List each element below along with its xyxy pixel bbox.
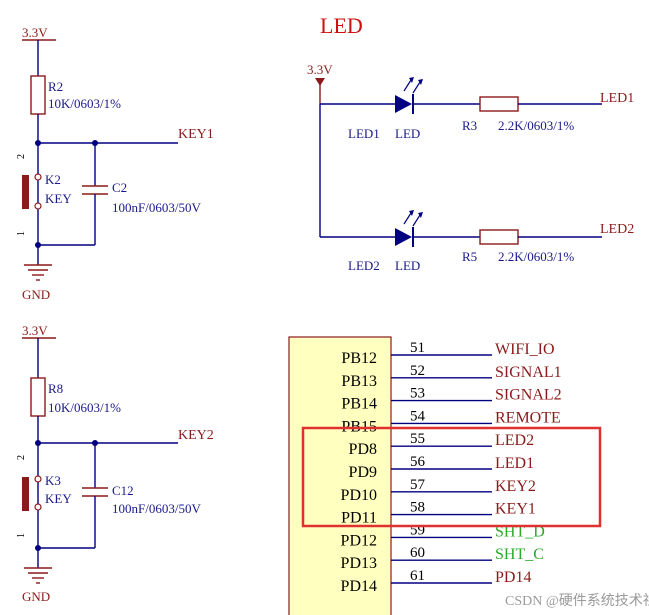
key2-circuit: 3.3V R8 10K/0603/1% KEY2 C12 100nF/0603/… xyxy=(16,323,214,604)
mcu-pin-row: PD8 55 LED2 xyxy=(349,431,535,458)
key2-switch-type: KEY xyxy=(45,491,72,506)
mcu-pin-name: PD9 xyxy=(349,464,377,481)
mcu-pin-net-label: PD14 xyxy=(495,569,531,586)
power-arrow-icon xyxy=(315,78,325,86)
led2-resistor-ref: R5 xyxy=(462,249,477,264)
led1-resistor-ref: R3 xyxy=(462,118,477,133)
key2-ground-icon xyxy=(24,567,52,584)
mcu-pin-net-label: LED1 xyxy=(495,455,534,472)
mcu-pin-row: PD13 60 SHT_C xyxy=(341,545,544,572)
key2-switch-ref: K3 xyxy=(45,473,61,488)
mcu-pin-net-label: SHT_C xyxy=(495,546,544,563)
mcu-pin-number: 56 xyxy=(410,454,426,470)
mcu-pin-net-label: SIGNAL1 xyxy=(495,364,562,381)
key2-cap-ref: C12 xyxy=(112,483,134,498)
key2-switch-actuator xyxy=(22,477,29,511)
key1-ground-icon xyxy=(24,264,52,281)
key1-switch-type: KEY xyxy=(45,191,72,206)
key1-pin1: 1 xyxy=(16,231,27,236)
key1-resistor-ref: R2 xyxy=(48,79,63,94)
mcu-pin-net-label: LED2 xyxy=(495,432,534,449)
mcu-pin-name: PD10 xyxy=(341,487,377,504)
mcu-pin-number: 57 xyxy=(410,477,426,493)
mcu-pin-net-label: WIFI_IO xyxy=(495,341,555,358)
key2-resistor-value: 10K/0603/1% xyxy=(48,400,121,415)
mcu-pin-name: PB14 xyxy=(341,396,377,413)
key1-switch-actuator xyxy=(22,175,29,209)
mcu-pin-row: PD10 57 KEY2 xyxy=(341,477,536,504)
mcu-pin-row: PB13 52 SIGNAL1 xyxy=(341,363,561,390)
key2-resistor-ref: R8 xyxy=(48,381,63,396)
mcu-pin-number: 54 xyxy=(410,408,426,424)
mcu-pin-name: PD8 xyxy=(349,441,377,458)
mcu-pin-net-label: KEY2 xyxy=(495,478,536,495)
key1-net-label: KEY1 xyxy=(178,127,214,142)
mcu-pin-net-label: REMOTE xyxy=(495,409,561,426)
led2-type: LED xyxy=(395,258,420,273)
watermark: CSDN @硬件系统技术社区 xyxy=(505,593,649,609)
key2-pin2: 2 xyxy=(16,455,27,460)
mcu-pin-row: PD11 58 KEY1 xyxy=(341,500,536,527)
led-circuit: 3.3V LED1 LED1 LED R3 2.2K/0603/1% xyxy=(307,62,634,273)
led2-net-label: LED2 xyxy=(600,222,634,237)
mcu-pin-net-label: KEY1 xyxy=(495,501,536,518)
mcu-pin-number: 58 xyxy=(410,500,425,516)
key1-cap-ref: C2 xyxy=(112,180,127,195)
mcu-pin-number: 60 xyxy=(410,545,425,561)
mcu-pin-number: 55 xyxy=(410,431,425,447)
mcu-pin-row: PD9 56 LED1 xyxy=(349,454,535,481)
led1-ref: LED1 xyxy=(348,126,380,141)
key2-net-label: KEY2 xyxy=(178,428,214,443)
key1-cap-value: 100nF/0603/50V xyxy=(112,200,201,215)
key1-ground-label: GND xyxy=(22,287,50,302)
highlight-box xyxy=(301,426,602,528)
mcu-body xyxy=(288,336,392,615)
key2-pullup-resistor xyxy=(30,377,46,417)
mcu-pin-name: PD11 xyxy=(341,510,377,527)
schematic-title: LED xyxy=(320,13,363,38)
led1-type: LED xyxy=(395,126,420,141)
key2-cap-value: 100nF/0603/50V xyxy=(112,501,201,516)
mcu-pin-row: PB14 53 SIGNAL2 xyxy=(341,386,561,413)
led2-diode-icon xyxy=(395,210,423,247)
mcu-pin-name: PD14 xyxy=(341,578,377,595)
mcu-pin-number: 61 xyxy=(410,568,425,584)
led1-diode-icon xyxy=(395,77,423,114)
led1-resistor xyxy=(479,96,519,112)
key1-power-label: 3.3V xyxy=(22,25,48,40)
key2-pin1: 1 xyxy=(16,533,27,538)
led2-resistor-value: 2.2K/0603/1% xyxy=(498,249,574,264)
mcu-pin-net-label: SIGNAL2 xyxy=(495,387,562,404)
key2-power-label: 3.3V xyxy=(22,323,48,338)
mcu-pin-net-label: SHT_D xyxy=(495,523,545,540)
led-power-label: 3.3V xyxy=(307,62,333,77)
key1-pin2: 2 xyxy=(16,154,27,159)
mcu-pin-row: PB12 51 WIFI_IO xyxy=(341,340,554,367)
led2-resistor xyxy=(479,229,519,245)
led1-net-label: LED1 xyxy=(600,91,634,106)
mcu-pin-name: PB12 xyxy=(341,350,377,367)
mcu-pin-number: 53 xyxy=(410,386,425,402)
key2-ground-label: GND xyxy=(22,589,50,604)
mcu-pin-name: PB13 xyxy=(341,373,377,390)
mcu-pin-name: PD13 xyxy=(341,555,377,572)
key1-switch-ref: K2 xyxy=(45,172,61,187)
mcu-pin-name: PD12 xyxy=(341,532,377,549)
mcu-pin-number: 51 xyxy=(410,340,425,356)
mcu-pin-number: 52 xyxy=(410,363,425,379)
key1-circuit: 3.3V R2 10K/0603/1% KEY1 C2 100nF/0603/5… xyxy=(16,25,214,302)
led2-ref: LED2 xyxy=(348,258,380,273)
led1-resistor-value: 2.2K/0603/1% xyxy=(498,118,574,133)
key1-pullup-resistor xyxy=(30,75,46,115)
key1-resistor-value: 10K/0603/1% xyxy=(48,96,121,111)
